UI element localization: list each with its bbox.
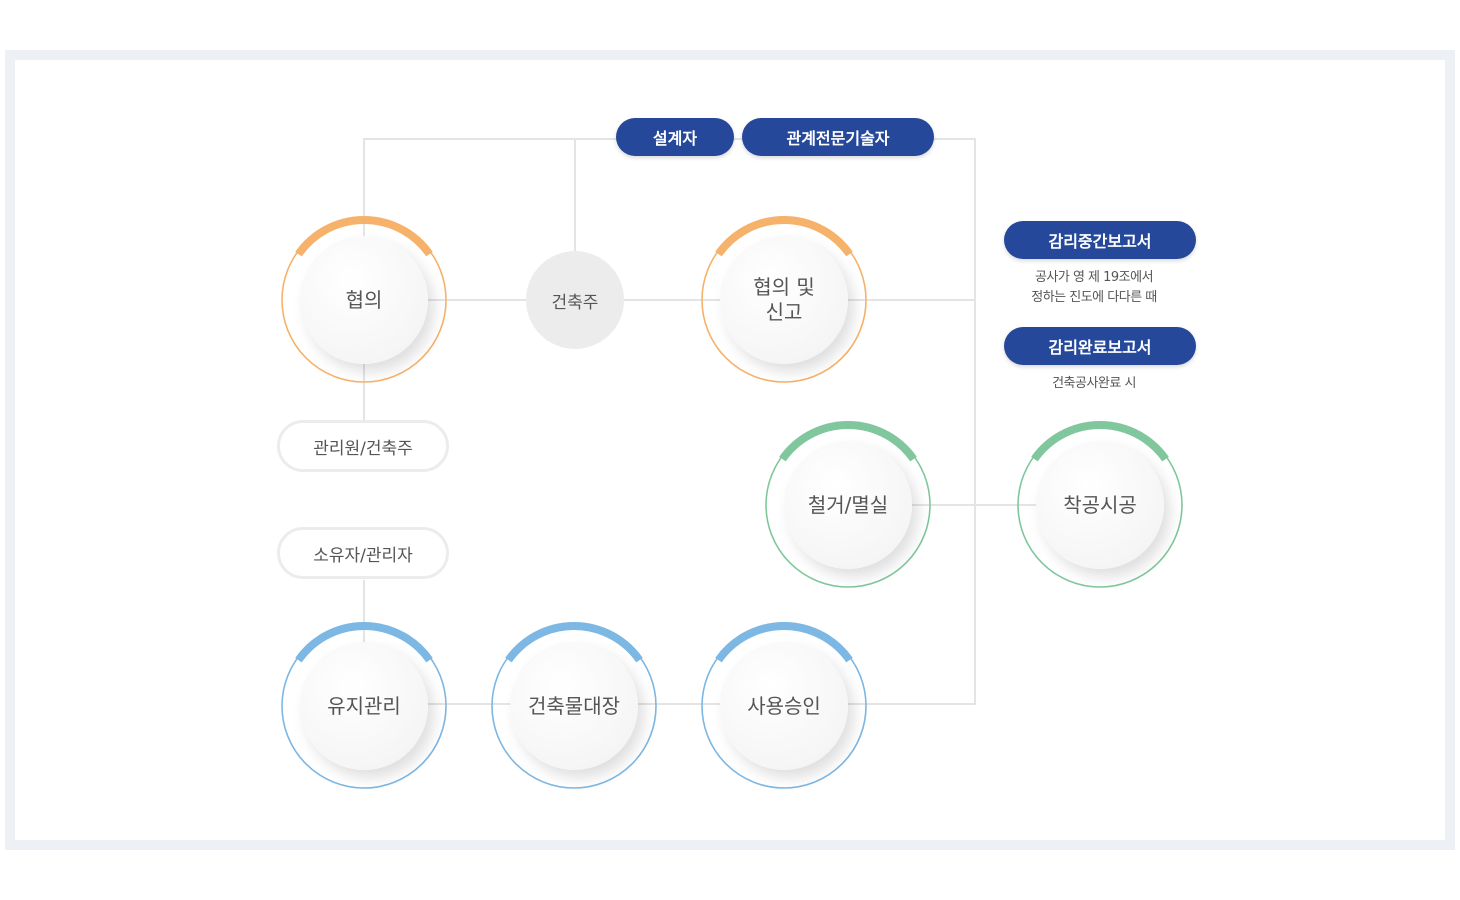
orange-ring-icon <box>701 216 867 383</box>
node-disc <box>510 642 638 770</box>
node-label: 착공시공 <box>1063 492 1137 517</box>
blue-ring-icon <box>281 622 447 789</box>
top-arc <box>715 622 853 663</box>
node-consult-report: 협의 및 신고 <box>700 216 868 384</box>
node-disc <box>300 642 428 770</box>
node-label: 사용승인 <box>747 693 821 718</box>
node-label: 건축물대장 <box>528 693 620 718</box>
top-arc <box>505 622 643 663</box>
node-label: 철거/멸실 <box>807 492 889 517</box>
designer-pill: 설계자 <box>616 118 734 156</box>
node-disc <box>784 441 912 569</box>
node-label: 건축주 <box>551 292 599 313</box>
node-use-approval: 사용승인 <box>700 622 868 790</box>
manager-owner-pill: 관리원/건축주 <box>277 420 449 472</box>
blue-ring-icon <box>491 622 657 789</box>
orange-ring-icon <box>281 216 447 383</box>
node-label: 협의 <box>345 287 383 312</box>
holder-manager-pill: 소유자/관리자 <box>277 527 449 579</box>
top-arc <box>295 622 433 663</box>
node-disc <box>720 236 848 364</box>
interim-report-pill: 감리중간보고서 <box>1004 221 1196 259</box>
node-construction-start: 착공시공 <box>1016 421 1184 589</box>
node-demolition: 철거/멸실 <box>764 421 932 589</box>
top-connector <box>363 138 976 705</box>
green-ring-icon <box>1017 421 1183 588</box>
green-ring-icon <box>765 421 931 588</box>
node-label: 유지관리 <box>327 693 401 718</box>
node-disc <box>720 642 848 770</box>
top-arc <box>1031 421 1169 462</box>
final-report-note: 건축공사완료 시 <box>1052 376 1136 391</box>
blue-ring-icon <box>701 622 867 789</box>
top-arc <box>715 216 853 257</box>
interim-report-note: 공사가 영 제 19조에서 정하는 진도에 다다른 때 <box>1031 270 1157 305</box>
node-disc <box>300 236 428 364</box>
node-disc <box>1036 441 1164 569</box>
node-consult: 협의 <box>280 216 448 384</box>
final-report-pill: 감리완료보고서 <box>1004 327 1196 365</box>
node-building-register: 건축물대장 <box>490 622 658 790</box>
node-maintenance: 유지관리 <box>280 622 448 790</box>
top-arc <box>295 216 433 257</box>
node-owner: 건축주 <box>526 251 624 349</box>
specialist-pill: 관계전문기술자 <box>742 118 934 156</box>
node-label: 협의 및 신고 <box>753 275 815 324</box>
top-arc <box>779 421 917 462</box>
